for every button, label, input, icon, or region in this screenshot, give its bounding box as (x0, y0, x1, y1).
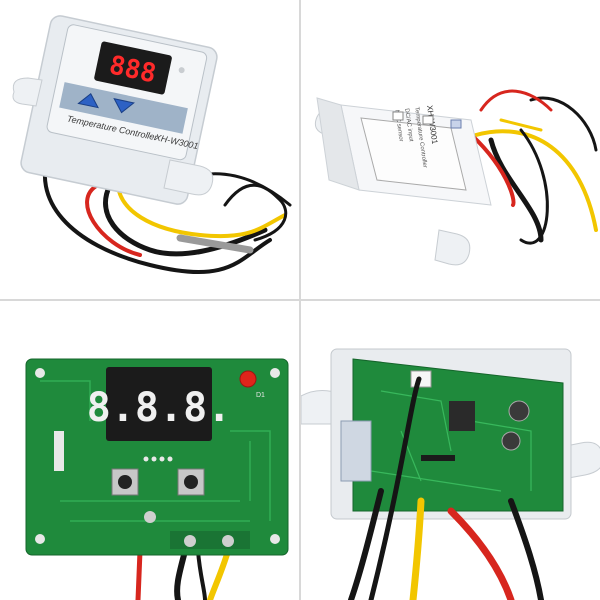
photo-pcb-back (301, 301, 600, 600)
pcb-board (25, 358, 289, 556)
photo-back-controller: XH-W3001 Temperature Controller DC/AC in… (301, 0, 600, 299)
button-cap-icon (118, 475, 132, 489)
relay (340, 420, 372, 482)
indicator-led (239, 370, 257, 388)
microcontroller-chip (449, 401, 475, 431)
spec-label (360, 117, 467, 191)
label-line-2: DC/AC input (403, 108, 414, 142)
controller-housing: 888 Temperature Controller XH-W3001 (12, 15, 218, 205)
capacitor (508, 400, 530, 422)
led-label: D1 (256, 392, 265, 399)
photo-front-controller: 888 Temperature Controller XH-W3001 (0, 0, 299, 299)
wire-stubs (135, 548, 231, 600)
photo-pcb-front: 8.8.8. D1 (0, 301, 299, 600)
led-display (106, 367, 212, 441)
wire-bundle (464, 89, 598, 245)
down-button-icon[interactable] (112, 98, 135, 115)
indicator-light (178, 67, 185, 74)
controller-housing: XH-W3001 Temperature Controller DC/AC in… (314, 97, 492, 266)
label-line-3: NTC sensor (393, 110, 403, 143)
grid-divider-horizontal (0, 299, 600, 301)
led-display (94, 41, 172, 95)
wire-bundle (43, 148, 292, 275)
wire-bundle (348, 376, 544, 600)
up-button-icon[interactable] (77, 92, 100, 109)
capacitor (501, 431, 521, 451)
display-digits: 8.8.8. (87, 385, 232, 431)
button-cap-icon (184, 475, 198, 489)
